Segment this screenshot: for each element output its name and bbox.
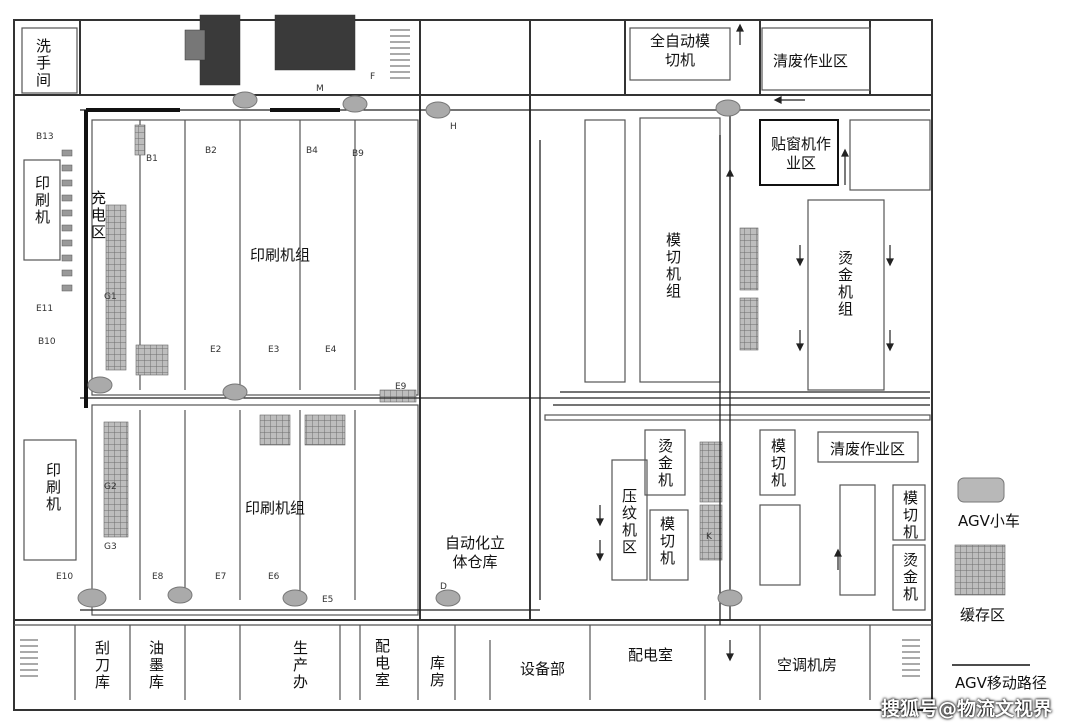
area-production-office: 生产办 [291, 640, 309, 691]
area-hot-stamp-group: 烫金机组 [836, 250, 854, 318]
area-power-room-2: 配电室 [628, 646, 674, 664]
station-b4: B4 [306, 146, 318, 156]
station-g2: G2 [104, 482, 117, 492]
buffer-zone [259, 414, 291, 446]
area-waste-top: 清废作业区 [773, 52, 849, 70]
buffer-zone [304, 414, 346, 446]
agv-icon [342, 95, 368, 113]
station-d: D [440, 582, 447, 592]
buffer-zone [739, 227, 759, 291]
buffer-zone [739, 297, 759, 351]
agv-icon [167, 586, 193, 604]
charging-lines [84, 108, 340, 408]
dryer-rows [61, 149, 73, 292]
building-walls [13, 19, 933, 711]
legend-agv-label: AGV小车 [958, 512, 1020, 530]
buffer-zone [379, 389, 417, 403]
station-g1: G1 [104, 292, 117, 302]
area-auto-warehouse: 自动化立体仓库 [444, 534, 505, 571]
buffer-zone [105, 204, 127, 371]
legend-agv-icon [957, 477, 1005, 503]
buffer-zone [699, 504, 723, 561]
buffer-zone [103, 421, 129, 538]
area-blade-store: 刮刀库 [93, 640, 111, 691]
buffer-zone [135, 344, 169, 376]
area-charging: 充电区 [89, 190, 107, 241]
buffer-zone [954, 544, 1006, 596]
station-e9: E9 [395, 382, 407, 392]
area-ac-room: 空调机房 [777, 656, 838, 674]
legend-buffer-label: 缓存区 [960, 606, 1006, 624]
area-power-room-1: 配电室 [373, 638, 391, 689]
area-hot-stamp-2: 烫金机 [901, 552, 919, 603]
printer-machinery [184, 14, 356, 86]
area-die-cut-group: 模切机组 [664, 232, 682, 300]
station-e4: E4 [325, 345, 337, 355]
station-h: H [450, 122, 457, 132]
area-die-cutter-2: 模切机 [769, 438, 787, 489]
station-k: K [706, 532, 712, 542]
area-washroom: 洗手间 [34, 38, 52, 89]
agv-icon [77, 588, 107, 608]
agv-icon [425, 101, 451, 119]
area-storeroom: 库房 [428, 655, 446, 689]
buffer-zones [103, 124, 1006, 596]
area-embossing: 压纹机区 [620, 488, 638, 556]
agv-icon [222, 383, 248, 401]
agv-icon [435, 589, 461, 607]
watermark: 搜狐号@物流文视界 [880, 698, 1052, 720]
agv-icon [715, 99, 741, 117]
station-e8: E8 [152, 572, 164, 582]
agv-icon [87, 376, 113, 394]
direction-arrows [596, 23, 894, 662]
station-e5: E5 [322, 595, 334, 605]
legend-path-label: AGV移动路径 [955, 674, 1047, 692]
station-e6: E6 [268, 572, 280, 582]
area-press-group-top: 印刷机组 [250, 246, 311, 264]
stairwells [20, 29, 920, 677]
area-hot-stamp-1: 烫金机 [656, 438, 674, 489]
area-auto-die-cutter: 全自动模切机 [650, 32, 711, 69]
legend-graphics [952, 477, 1030, 666]
buffer-zone [699, 441, 723, 503]
agv-vehicles [77, 91, 743, 608]
station-b1: B1 [146, 154, 158, 164]
area-printer-left: 印刷机 [33, 175, 51, 226]
area-equipment-dept: 设备部 [520, 660, 566, 678]
station-e10: E10 [56, 572, 74, 582]
station-b10: B10 [38, 337, 56, 347]
station-m: M [316, 84, 324, 94]
area-ink-store: 油墨库 [147, 640, 165, 691]
station-e2: E2 [210, 345, 222, 355]
station-e7: E7 [215, 572, 227, 582]
station-g3: G3 [104, 542, 117, 552]
interior-partitions [14, 27, 932, 700]
area-waste-bottom: 清废作业区 [830, 440, 906, 458]
area-die-cutter-1: 模切机 [658, 516, 676, 567]
buffer-zone [134, 124, 146, 156]
agv-icon [282, 589, 308, 607]
agv-paths [80, 109, 930, 625]
station-e3: E3 [268, 345, 280, 355]
station-b9: B9 [352, 149, 364, 159]
area-die-cutter-3: 模切机 [901, 490, 919, 541]
area-printer-left-bottom: 印刷机 [44, 462, 62, 513]
station-b2: B2 [205, 146, 217, 156]
agv-icon [717, 589, 743, 607]
station-b13: B13 [36, 132, 54, 142]
station-e11: E11 [36, 304, 54, 314]
area-window-patcher: 贴窗机作业区 [771, 135, 832, 172]
agv-icon [232, 91, 258, 109]
area-press-group-bottom: 印刷机组 [245, 499, 306, 517]
station-f: F [370, 72, 376, 82]
